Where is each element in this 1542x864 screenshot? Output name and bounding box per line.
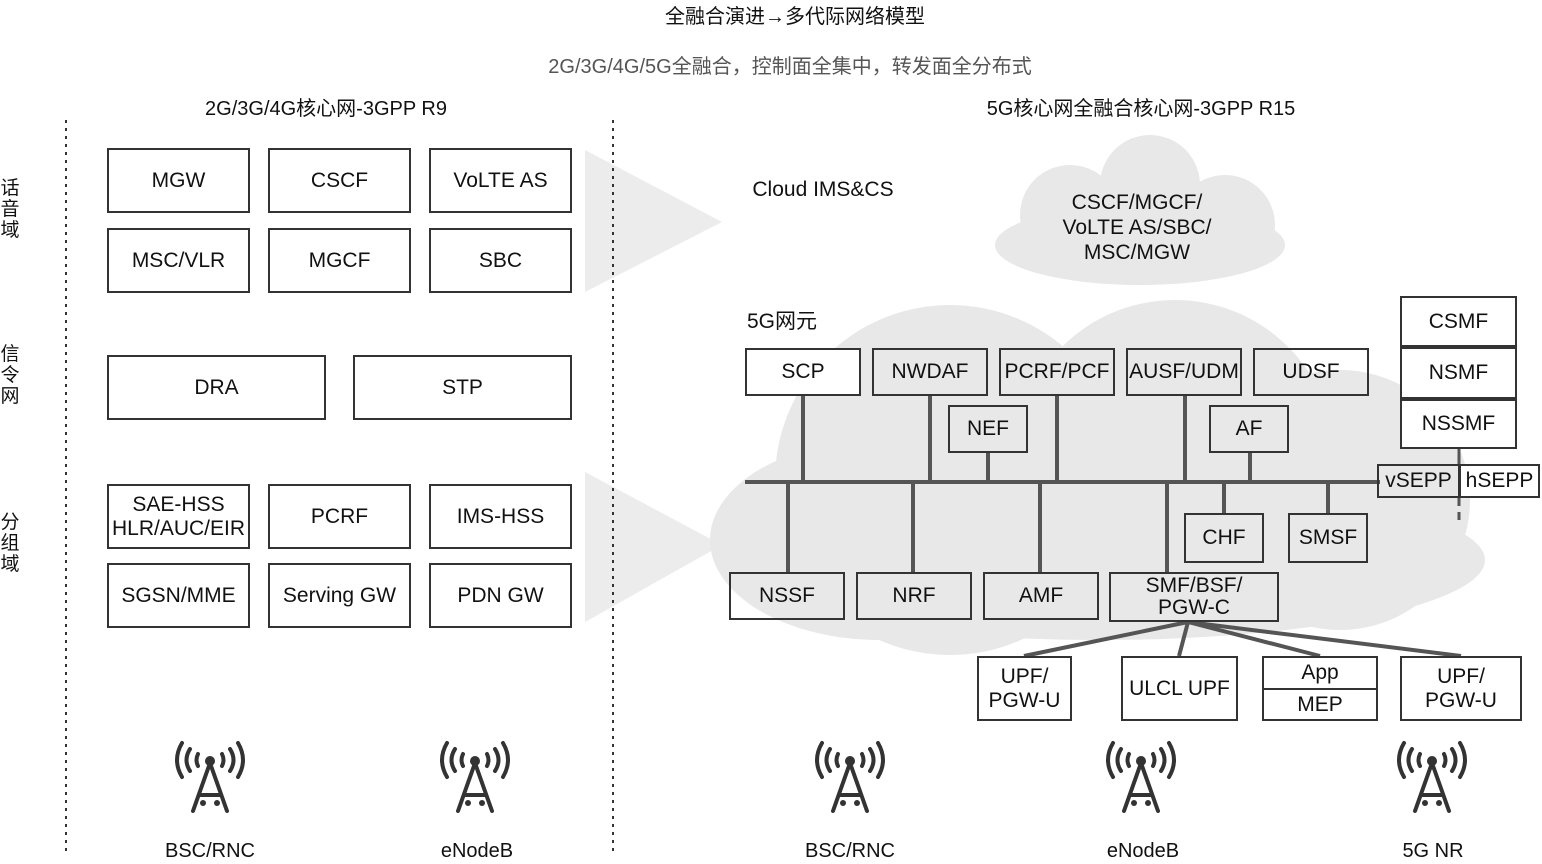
antenna-icon — [175, 741, 245, 813]
service-bus — [745, 396, 1462, 658]
migration-arrows — [585, 150, 722, 622]
box-mep: MEP — [1262, 689, 1378, 721]
cloud-ims — [995, 135, 1285, 285]
box-pcrf-pcf: PCRF/PCF — [999, 348, 1115, 396]
box-smsf: SMSF — [1288, 513, 1368, 563]
box-nsmf: NSMF — [1400, 347, 1517, 399]
nf-label: 5G网元 — [746, 310, 818, 333]
box-nssf: NSSF — [729, 572, 845, 620]
side-label-packet: 分组域 — [0, 512, 20, 575]
box-cscf: CSCF — [268, 148, 411, 213]
antenna-icon — [1397, 741, 1467, 813]
box-upf-2: UPF/ PGW-U — [1400, 656, 1522, 721]
box-pcrf: PCRF — [268, 484, 411, 549]
box-upf-1: UPF/ PGW-U — [977, 656, 1072, 721]
station-label-5gnr: 5G NR — [1402, 840, 1464, 862]
dividers — [65, 120, 614, 855]
box-sbc: SBC — [429, 228, 572, 293]
box-nssmf: NSSMF — [1400, 399, 1517, 449]
station-label-bsc-left: BSC/RNC — [164, 840, 256, 862]
box-dra: DRA — [107, 355, 326, 420]
antenna-icon — [815, 741, 885, 813]
diagram-title: 全融合演进→多代际网络模型 — [665, 6, 925, 28]
box-mgw: MGW — [107, 148, 250, 213]
left-heading: 2G/3G/4G核心网-3GPP R9 — [205, 98, 447, 120]
station-label-enodeb-right: eNodeB — [1106, 840, 1180, 862]
box-nrf: NRF — [856, 572, 972, 620]
arrow-packet — [585, 472, 722, 622]
arrow-voice — [585, 150, 722, 292]
box-nef: NEF — [948, 405, 1028, 453]
box-hss: SAE-HSS HLR/AUC/EIR — [107, 484, 250, 549]
antenna-icon — [440, 741, 510, 813]
diagram-subtitle: 2G/3G/4G/5G全融合，控制面全集中，转发面全分布式 — [548, 56, 1032, 78]
station-label-bsc-right: BSC/RNC — [804, 840, 896, 862]
box-smf: SMF/BSF/ PGW-C — [1109, 572, 1279, 622]
box-csmf: CSMF — [1400, 296, 1517, 347]
box-amf: AMF — [983, 572, 1099, 620]
antenna-icon — [1106, 741, 1176, 813]
box-hsepp: hSEPP — [1459, 464, 1540, 498]
side-label-voice: 话音域 — [0, 178, 20, 241]
box-ausf-udm: AUSF/UDM — [1126, 348, 1242, 396]
box-stp: STP — [353, 355, 572, 420]
box-af: AF — [1209, 405, 1289, 453]
box-serving-gw: Serving GW — [268, 563, 411, 628]
side-label-signal: 信令网 — [0, 344, 20, 407]
box-pdn-gw: PDN GW — [429, 563, 572, 628]
box-vsepp: vSEPP — [1377, 464, 1460, 498]
right-heading: 5G核心网全融合核心网-3GPP R15 — [986, 98, 1296, 120]
box-nwdaf: NWDAF — [872, 348, 988, 396]
box-app: App — [1262, 656, 1378, 689]
cloud-ims-content: CSCF/MGCF/ VoLTE AS/SBC/ MSC/MGW — [1062, 191, 1212, 264]
box-udsf: UDSF — [1253, 348, 1369, 396]
cloud-5g — [710, 300, 1485, 655]
box-ulcl-upf: ULCL UPF — [1121, 656, 1238, 721]
box-ims-hss: IMS-HSS — [429, 484, 572, 549]
box-sgsn-mme: SGSN/MME — [107, 563, 250, 628]
box-volte-as: VoLTE AS — [429, 148, 572, 213]
box-scp: SCP — [745, 348, 861, 396]
box-msc-vlr: MSC/VLR — [107, 228, 250, 293]
box-chf: CHF — [1184, 513, 1264, 563]
box-mgcf: MGCF — [268, 228, 411, 293]
cloud-ims-label: Cloud IMS&CS — [752, 178, 894, 201]
station-label-enodeb-left: eNodeB — [440, 840, 514, 862]
